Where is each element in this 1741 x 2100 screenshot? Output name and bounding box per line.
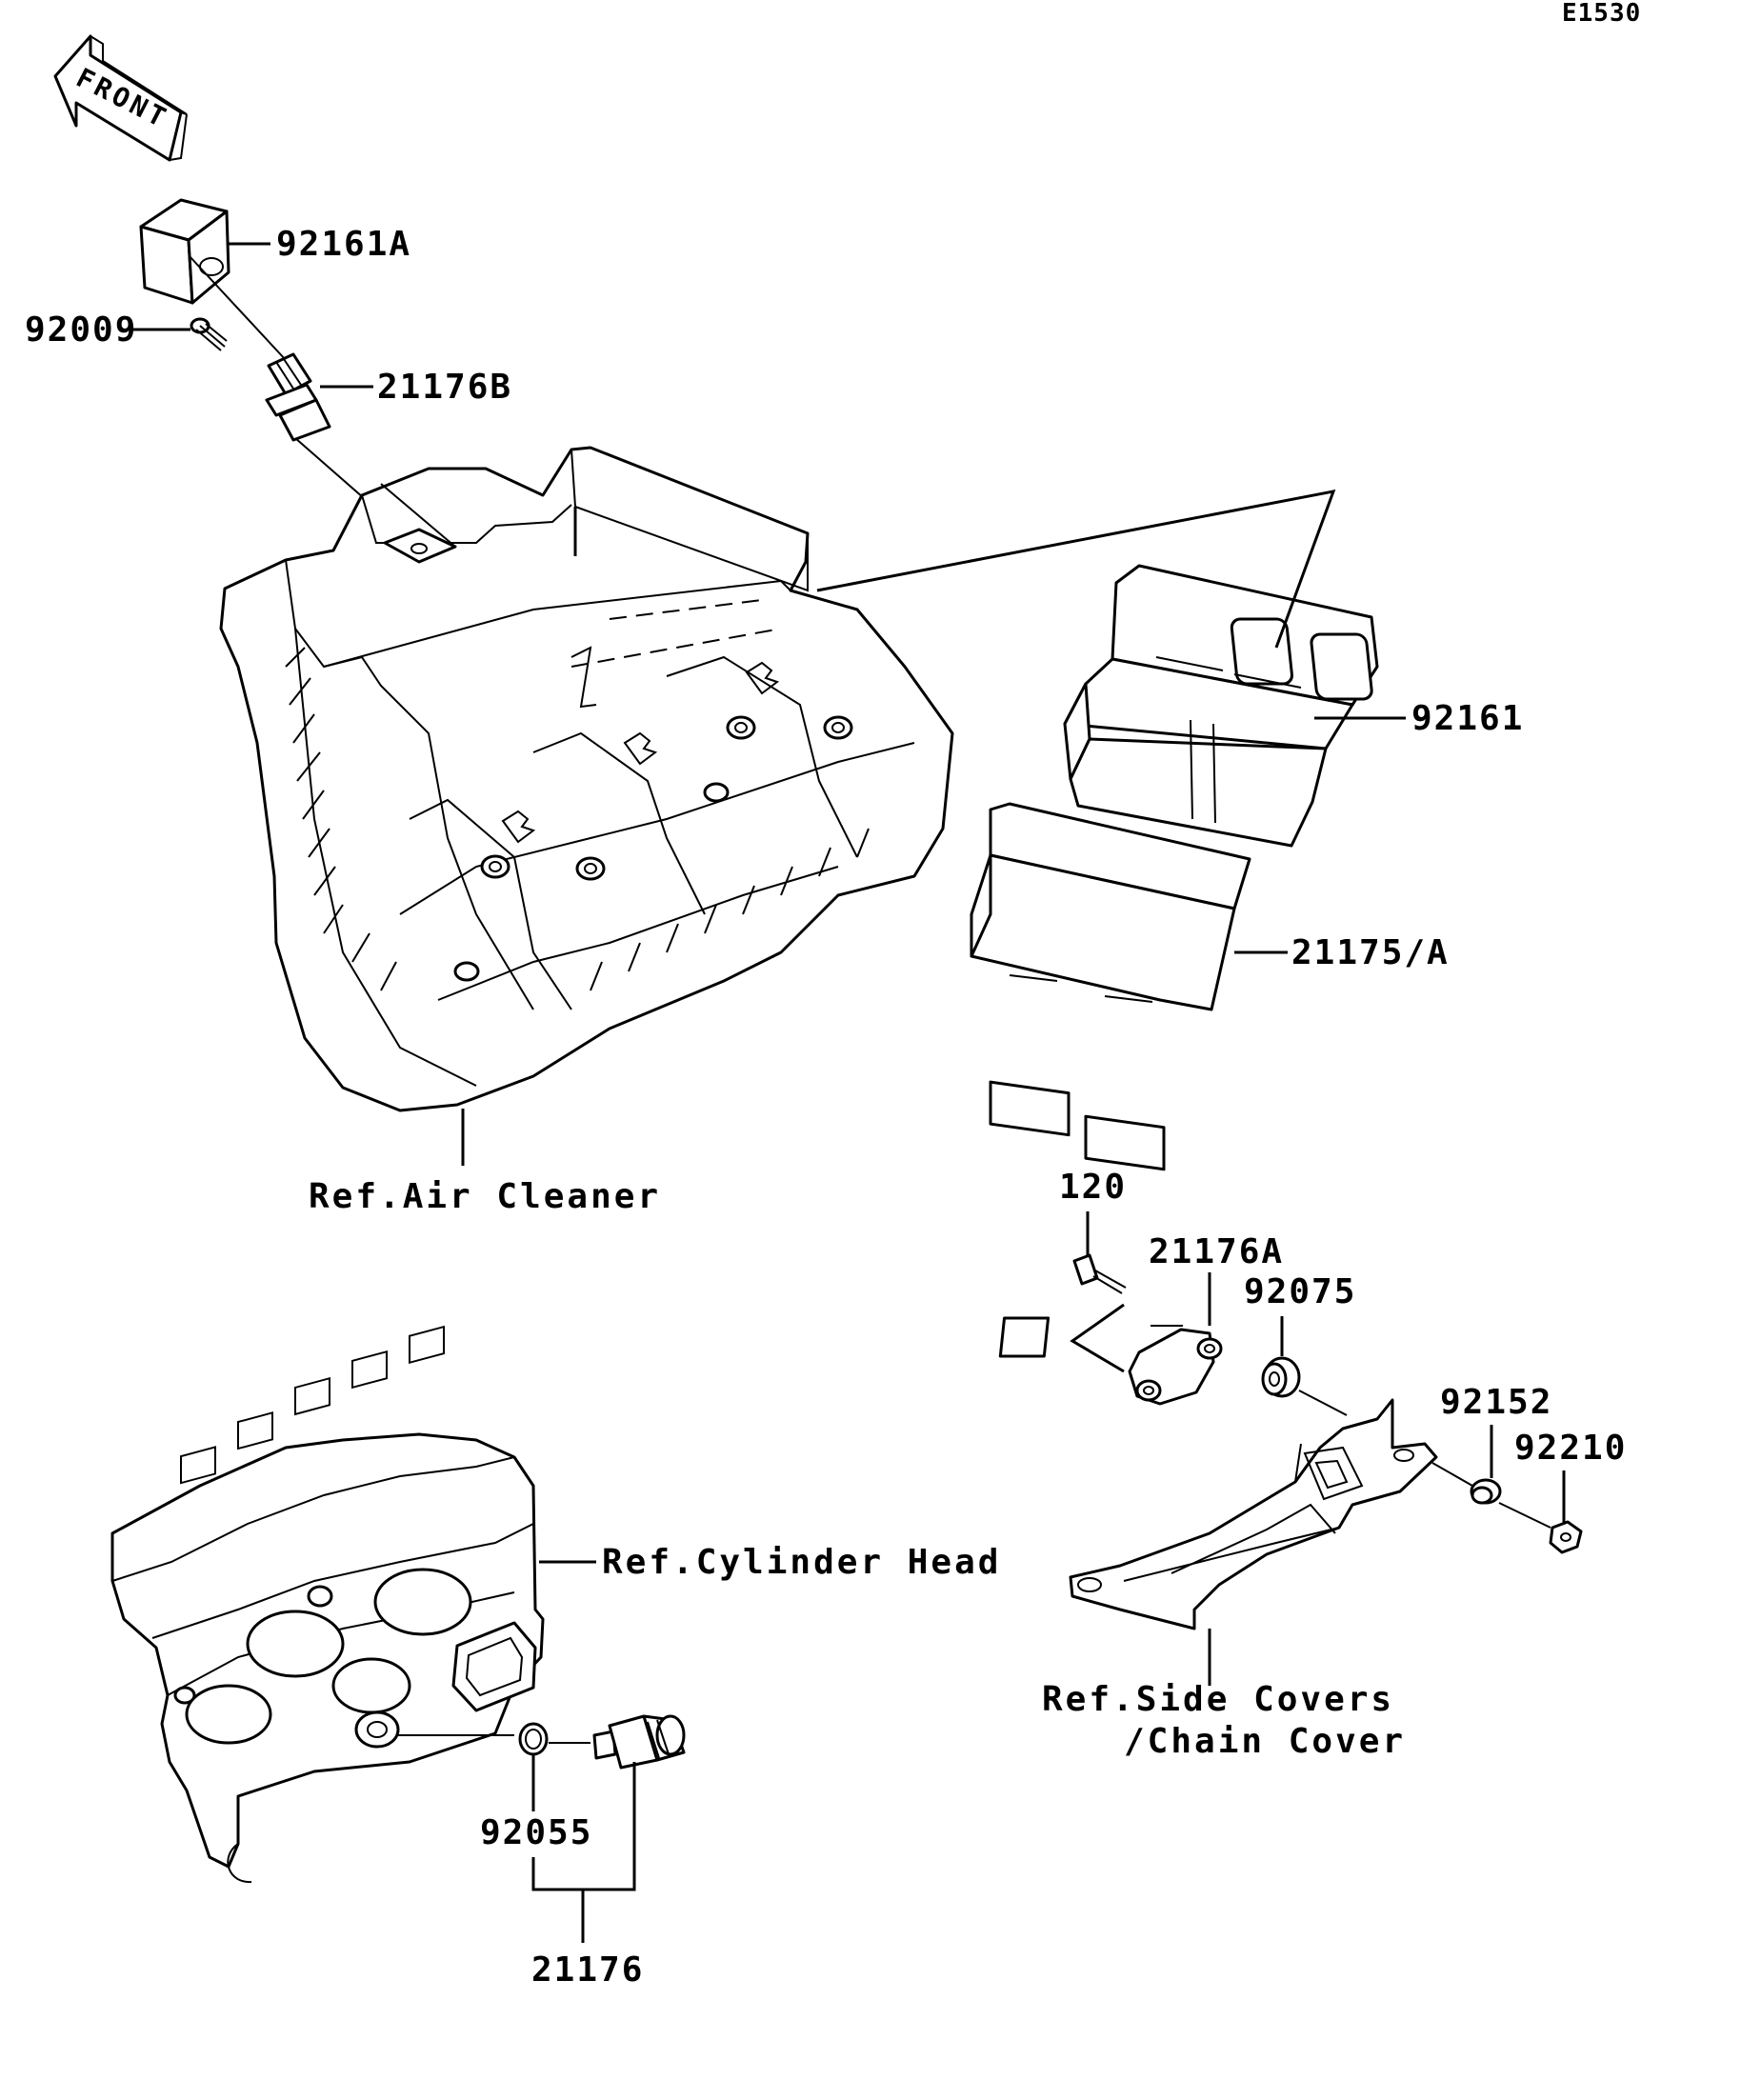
part-number-92152: 92152 [1440,1383,1552,1422]
rubber-cover-92161a [139,198,230,305]
part-number-21176: 21176 [531,1950,644,1990]
assembly-line-cover [188,254,287,361]
part-number-92210: 92210 [1514,1429,1627,1468]
grommet-92075 [1261,1356,1301,1398]
part-number-92055: 92055 [480,1813,592,1852]
gasket-92055 [518,1722,549,1756]
nut-92210 [1549,1520,1583,1554]
part-number-21176b: 21176B [377,368,512,407]
ref-side-covers: Ref.Side Covers [1042,1680,1394,1719]
sensor-21176b [265,352,372,506]
sensor-21176a [998,1316,1223,1406]
screw-92009 [190,317,228,351]
ecu-rubber-holder-92161 [1063,564,1379,848]
sensor-bracket [1069,1398,1438,1630]
sensor-21176 [592,1714,686,1770]
diagram-code: E1530 [1562,0,1641,28]
ref-cylinder-head: Ref.Cylinder Head [602,1543,1001,1582]
part-number-21175a: 21175/A [1291,933,1450,972]
leader-ecu-location [816,490,1336,649]
part-number-92009: 92009 [25,310,137,350]
part-number-92161a: 92161A [276,225,411,264]
front-arrow-icon: FRONT [53,34,188,162]
part-number-120: 120 [1059,1168,1127,1207]
assembly-line-nut [1498,1502,1551,1529]
part-number-92161: 92161 [1411,699,1524,738]
ecu-21175a [970,802,1251,1171]
air-cleaner-housing [219,446,954,1112]
part-number-92075: 92075 [1244,1272,1356,1311]
ref-air-cleaner: Ref.Air Cleaner [309,1177,661,1216]
bolt-120 [1072,1253,1127,1294]
ref-chain-cover: /Chain Cover [1124,1722,1406,1761]
assembly-line-grommet [1298,1390,1348,1416]
part-number-21176a: 21176A [1149,1232,1284,1271]
leader-21176a-bolt [1070,1303,1125,1373]
collar-92152 [1470,1478,1502,1505]
cylinder-head [110,1325,545,1884]
